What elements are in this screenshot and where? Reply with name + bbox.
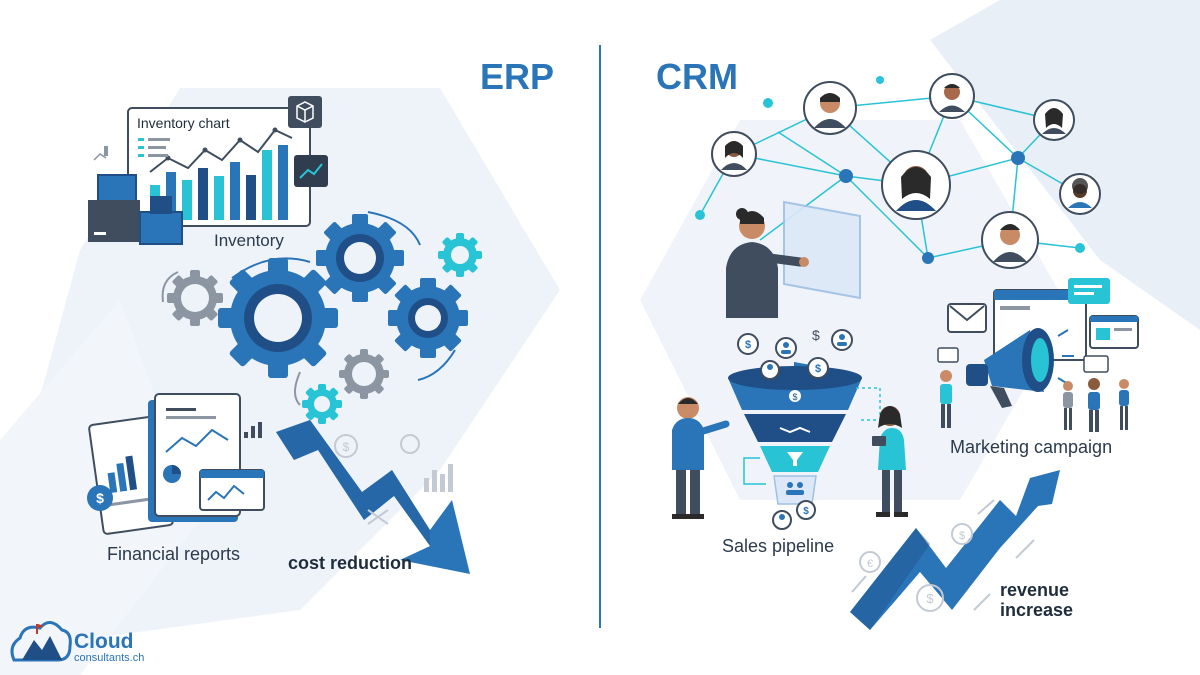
rotation-arrows xyxy=(161,211,456,406)
svg-text:$: $ xyxy=(803,506,809,517)
inventory-label: Inventory xyxy=(214,231,284,250)
user-icon xyxy=(772,510,792,530)
logo-wordmark: Cloud xyxy=(74,630,134,653)
audience-people xyxy=(940,370,1129,432)
svg-text:$: $ xyxy=(959,530,965,542)
chat-icon xyxy=(937,347,1109,373)
teal-gear-bottom-icon xyxy=(302,384,342,424)
cloud-logo-icon xyxy=(10,621,72,662)
marketing-campaign-label: Marketing campaign xyxy=(950,437,1113,457)
faint-chart-icon xyxy=(424,464,453,492)
customer-avatar-3 xyxy=(929,73,975,119)
dollar-icon: $ xyxy=(87,485,113,511)
box-icon xyxy=(288,96,322,128)
crm-heading: CRM xyxy=(656,56,738,97)
handshake-icon xyxy=(779,426,811,434)
ad-window-icon xyxy=(1089,315,1139,349)
dollar-icon: $ xyxy=(737,333,759,355)
salesman-person xyxy=(672,397,730,519)
gray-gear-left-icon xyxy=(167,270,223,326)
revenue-increase-arrow: € $ $ xyxy=(850,470,1060,630)
gear-cluster xyxy=(161,211,482,424)
user-icon xyxy=(775,337,797,359)
svg-text:$: $ xyxy=(745,339,751,351)
funnel-input-icons: $ $ $ $ xyxy=(737,327,881,530)
faint-shuffle-icon xyxy=(367,509,389,525)
inventory-boxes xyxy=(88,174,183,245)
megaphone-icon xyxy=(966,328,1074,408)
faint-gear-icon xyxy=(400,434,420,454)
dollar-icon: $ xyxy=(807,357,829,379)
envelope-icon xyxy=(947,303,987,333)
funnel-users-icon xyxy=(786,482,804,495)
customer-avatar-6 xyxy=(1059,173,1101,215)
svg-text:$: $ xyxy=(812,327,820,343)
customer-avatar-4 xyxy=(1033,99,1075,141)
saleswoman-person xyxy=(872,406,908,517)
inventory-chart-title: Inventory chart xyxy=(137,115,230,131)
faint-dollar-icon: $ $ xyxy=(916,523,973,612)
user-icon xyxy=(760,360,780,380)
faint-euro-icon: € xyxy=(859,551,881,573)
faint-dollar-icon: $ xyxy=(334,434,358,458)
erp-heading: ERP xyxy=(480,56,555,97)
dollar-icon: $ xyxy=(796,500,816,520)
cost-reduction-arrow: $ xyxy=(276,420,470,574)
svg-text:$: $ xyxy=(96,490,104,506)
filter-icon xyxy=(787,452,803,466)
customer-avatar-2 xyxy=(803,81,857,135)
crm-background-shape-right xyxy=(930,0,1200,330)
pie-icon xyxy=(163,465,181,483)
inventory-chart-line xyxy=(149,128,293,173)
svg-text:€: € xyxy=(867,558,873,570)
gray-gear-bottom-icon xyxy=(339,349,389,399)
user-icon xyxy=(831,329,853,351)
chat-icon xyxy=(1068,278,1110,304)
logo-domain: consultants.ch xyxy=(74,652,145,664)
customer-avatar-5 xyxy=(881,150,951,220)
bar-doodle-icon xyxy=(244,422,262,438)
sales-pipeline-label: Sales pipeline xyxy=(722,536,835,556)
svg-text:$: $ xyxy=(343,440,350,454)
svg-text:$: $ xyxy=(792,392,797,402)
revenue-increase-label-line1: revenue xyxy=(1000,580,1070,600)
customer-network xyxy=(695,73,1101,269)
cost-reduction-label: cost reduction xyxy=(288,553,413,573)
financial-reports-stack: $ xyxy=(87,393,265,535)
financial-reports-label: Financial reports xyxy=(107,544,241,564)
funnel-dollar-icon: $ xyxy=(789,390,801,402)
inventory-chart-legend xyxy=(138,138,170,157)
trend-icon xyxy=(294,155,328,187)
medium-gear-icon xyxy=(316,214,404,302)
svg-text:$: $ xyxy=(815,363,821,375)
presenter-person xyxy=(726,208,809,318)
right-gear-icon xyxy=(388,278,468,358)
customer-avatar-7 xyxy=(981,211,1039,269)
small-chart-doodle xyxy=(93,146,108,161)
customer-avatar-1 xyxy=(711,131,757,177)
sales-funnel: $ xyxy=(728,366,862,505)
large-gear-icon xyxy=(218,258,338,378)
teal-gear-top-icon xyxy=(438,233,482,277)
revenue-increase-label-line2: increase xyxy=(1000,600,1074,620)
svg-text:$: $ xyxy=(926,591,934,606)
